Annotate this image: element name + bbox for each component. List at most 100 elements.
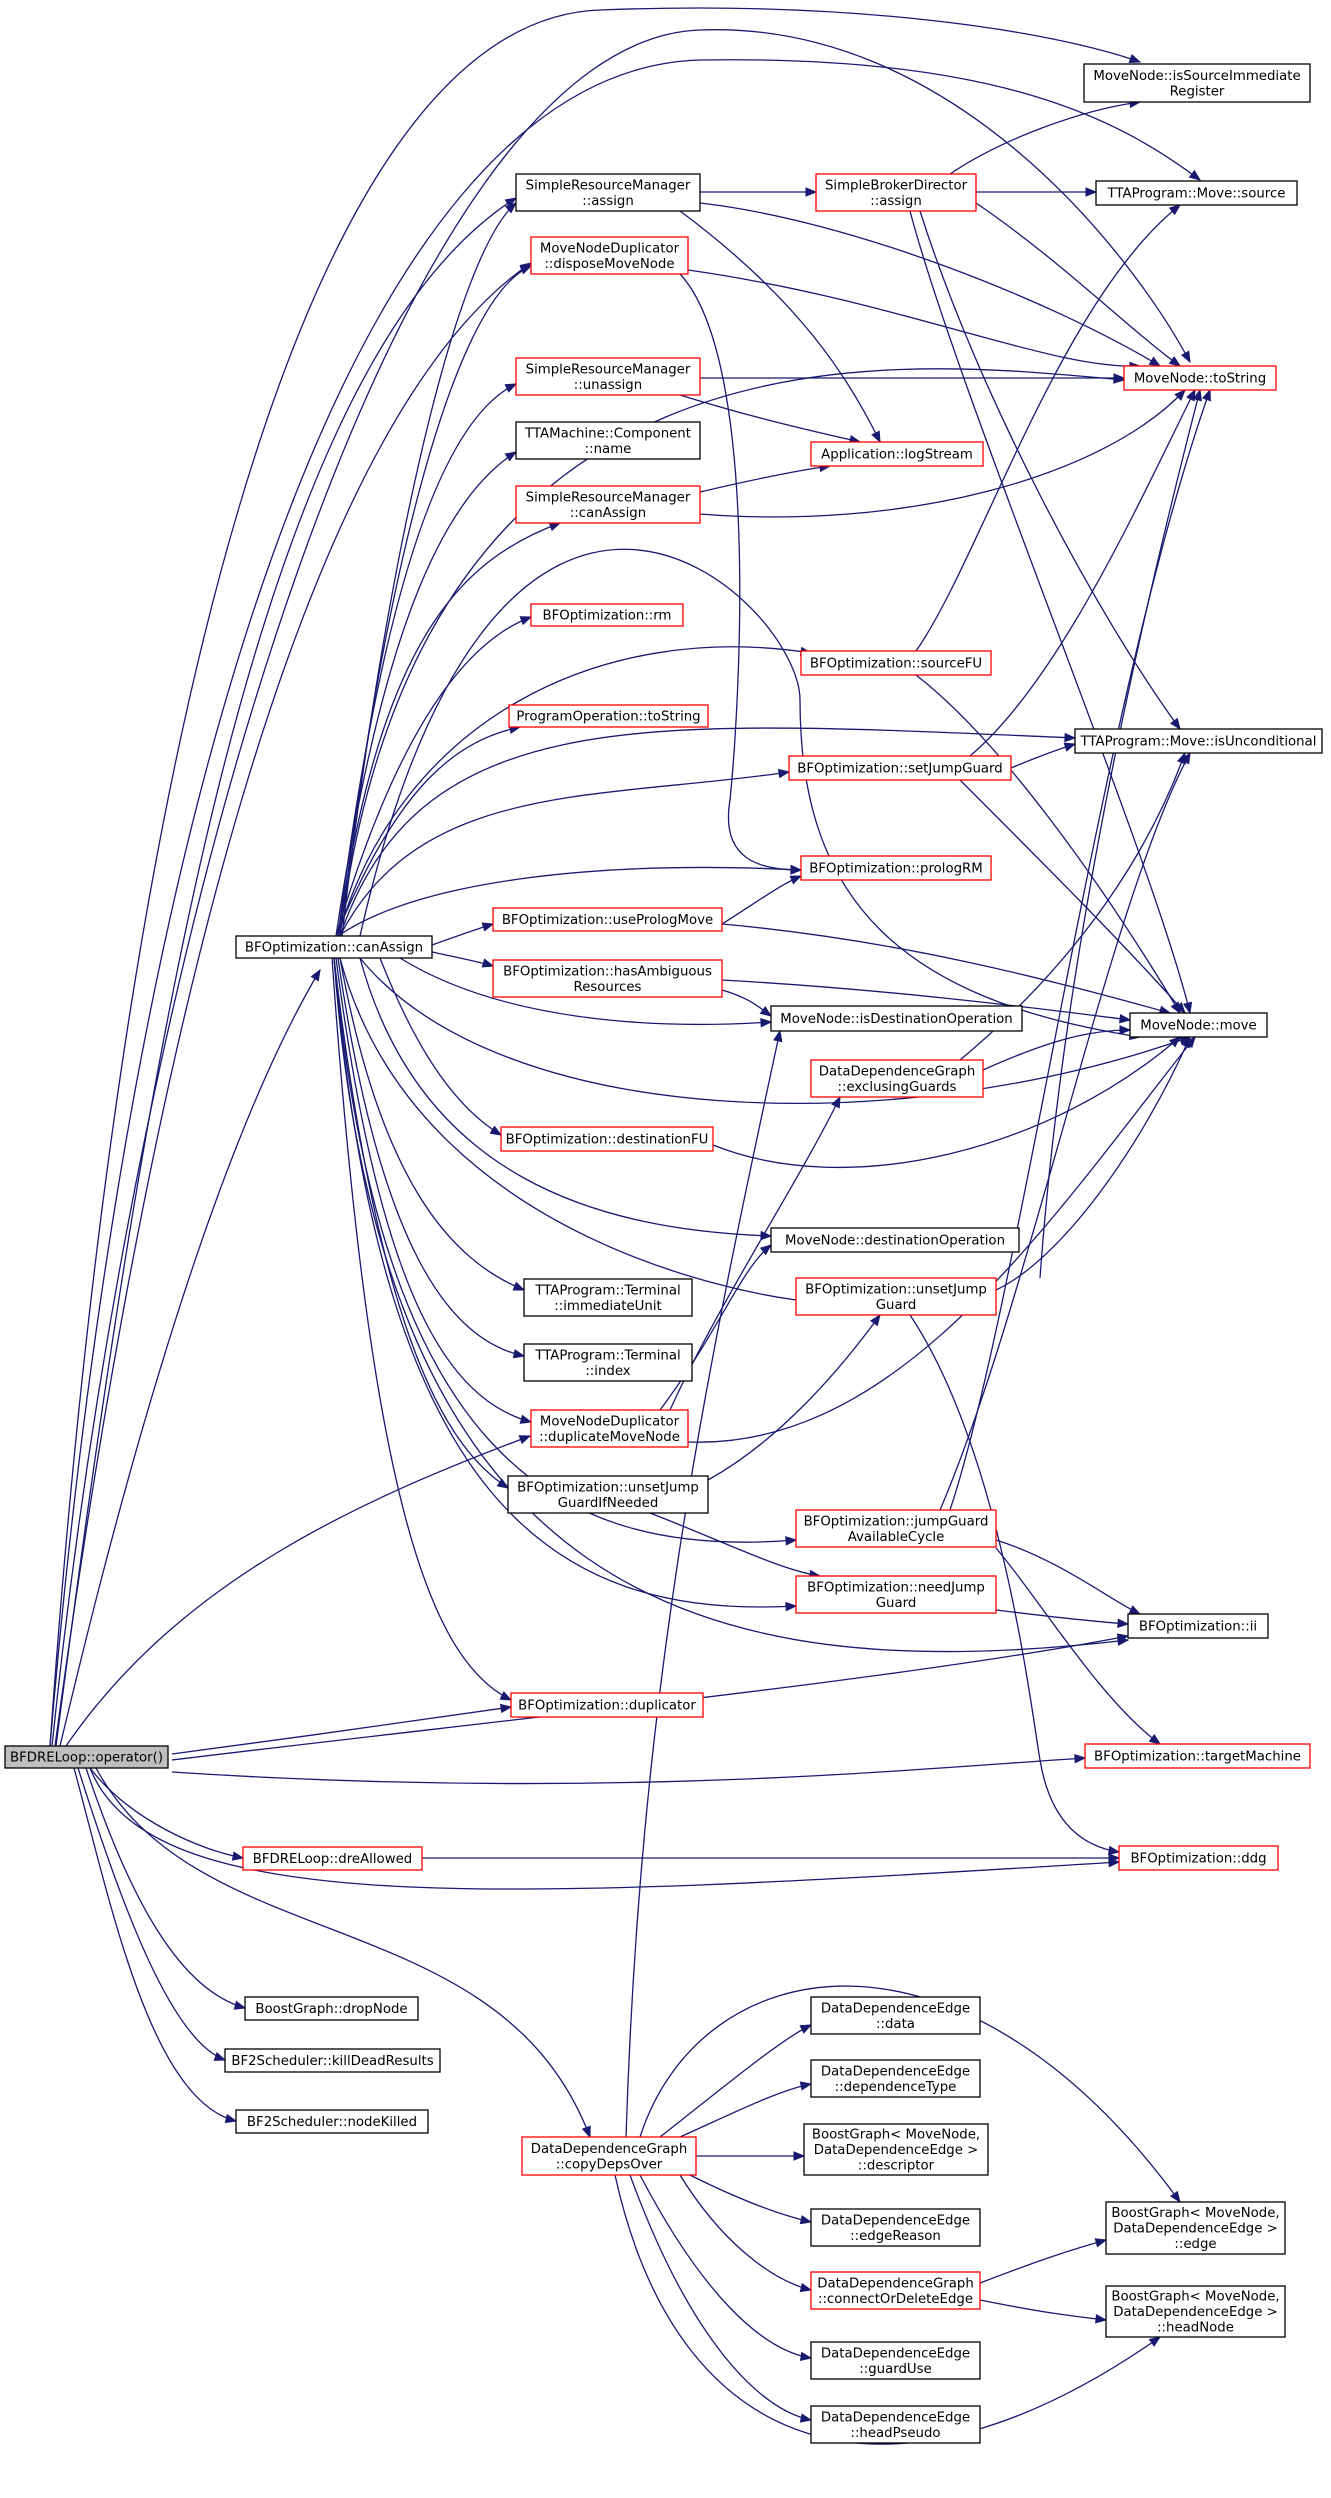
node-ddeGuardUse[interactable]: DataDependenceEdge::guardUse: [810, 2341, 981, 2380]
edge-jgAvailCycle-to-targetMachine: [995, 1547, 1162, 1745]
node-label: SimpleResourceManager: [526, 178, 691, 193]
node-label: ::headPseudo: [850, 2426, 940, 2441]
node-copyDeps[interactable]: DataDependenceGraph::copyDepsOver: [521, 2136, 697, 2176]
node-srmAssign[interactable]: SimpleResourceManager::assign: [515, 173, 701, 212]
node-srmUnassign[interactable]: SimpleResourceManager::unassign: [515, 357, 701, 396]
node-label: BF2Scheduler::killDeadResults: [231, 2054, 433, 2069]
node-label: BFOptimization::prologRM: [809, 862, 983, 877]
node-ddeHeadPseudo[interactable]: DataDependenceEdge::headPseudo: [810, 2405, 981, 2444]
node-label: ::descriptor: [858, 2159, 935, 2174]
edge-copyDeps-to-ddeEdgeReason: [689, 2174, 813, 2225]
node-label: DataDependenceGraph: [817, 2276, 974, 2291]
node-ddg[interactable]: BFOptimization::ddg: [1118, 1845, 1279, 1871]
node-box: [1083, 63, 1311, 103]
node-bgDescriptor[interactable]: BoostGraph< MoveNode,DataDependenceEdge …: [803, 2123, 989, 2176]
node-canAssign[interactable]: BFOptimization::canAssign: [235, 935, 433, 959]
node-label: ::copyDepsOver: [556, 2157, 663, 2172]
node-usePrologMove[interactable]: BFOptimization::usePrologMove: [492, 907, 723, 932]
edge-canAssign-to-srmCanAssign: [337, 522, 562, 937]
node-dreAllowed[interactable]: BFDRELoop::dreAllowed: [242, 1846, 423, 1871]
node-compName[interactable]: TTAMachine::Component::name: [515, 421, 701, 460]
arrowhead: [1202, 388, 1211, 402]
node-killDead[interactable]: BF2Scheduler::killDeadResults: [224, 2048, 441, 2073]
arrowhead: [1117, 1618, 1130, 1628]
node-mnMove[interactable]: MoveNode::move: [1129, 1012, 1268, 1038]
node-box: [235, 2109, 429, 2134]
edge-sbdAssign-to-isSrcImmReg: [949, 98, 1142, 175]
node-exclGuards[interactable]: DataDependenceGraph::exclusingGuards: [810, 1059, 984, 1098]
edge-canAssign-to-srmUnassign: [337, 383, 518, 937]
node-mndDispose[interactable]: MoveNodeDuplicator::disposeMoveNode: [530, 236, 689, 275]
node-termImmUnit[interactable]: TTAProgram::Terminal::immediateUnit: [523, 1278, 693, 1317]
node-label: MoveNode::move: [1140, 1019, 1256, 1034]
edge-root-to-duplicator: [171, 1703, 513, 1755]
edge-usePrologMove-to-prologRM: [721, 875, 803, 925]
node-isDestOp[interactable]: MoveNode::isDestinationOperation: [770, 1005, 1023, 1032]
node-ddeDepType[interactable]: DataDependenceEdge::dependenceType: [810, 2059, 981, 2098]
edge-unsetJumpGuard-to-mnToString: [1039, 388, 1202, 1279]
node-moveSource[interactable]: TTAProgram::Move::source: [1095, 180, 1298, 206]
node-label: ::dependenceType: [835, 2080, 957, 2095]
node-ddeData[interactable]: DataDependenceEdge::data: [810, 1996, 981, 2035]
node-mnToString[interactable]: MoveNode::toString: [1123, 365, 1277, 391]
edge-srmUnassign-to-mnToString: [699, 373, 1126, 383]
node-sourceFU[interactable]: BFOptimization::sourceFU: [800, 650, 992, 676]
node-targetMachine[interactable]: BFOptimization::targetMachine: [1084, 1743, 1311, 1769]
edge-canAssign-to-compName: [335, 451, 518, 937]
node-label: MoveNode::isSourceImmediate: [1093, 69, 1300, 84]
node-prologRM[interactable]: BFOptimization::prologRM: [800, 855, 992, 881]
node-label: GuardIfNeeded: [558, 1496, 659, 1511]
node-logStream[interactable]: Application::logStream: [810, 441, 984, 467]
node-termIndex[interactable]: TTAProgram::Terminal::index: [523, 1343, 693, 1382]
node-bgHeadNode[interactable]: BoostGraph< MoveNode,DataDependenceEdge …: [1105, 2285, 1286, 2338]
node-bgEdge[interactable]: BoostGraph< MoveNode,DataDependenceEdge …: [1105, 2201, 1286, 2255]
node-root[interactable]: BFDRELoop::operator(): [4, 1745, 169, 1769]
node-label: DataDependenceEdge: [821, 2346, 970, 2361]
arrowhead: [799, 2282, 813, 2293]
node-duplicator[interactable]: BFOptimization::duplicator: [510, 1692, 704, 1718]
node-label: TTAProgram::Terminal: [534, 1283, 680, 1298]
node-rm[interactable]: BFOptimization::rm: [530, 603, 684, 627]
node-setJumpGuard[interactable]: BFOptimization::setJumpGuard: [788, 755, 1012, 781]
node-box: [795, 1509, 997, 1548]
edge-jgAvailCycle-to-isUncond: [939, 751, 1191, 1511]
node-box: [810, 1996, 981, 2035]
node-destFU[interactable]: BFOptimization::destinationFU: [500, 1126, 714, 1152]
node-isUncond[interactable]: TTAProgram::Move::isUnconditional: [1074, 728, 1323, 754]
arrowhead: [1182, 1001, 1193, 1015]
node-ii[interactable]: BFOptimization::ii: [1127, 1613, 1269, 1639]
node-connectOrDelete[interactable]: DataDependenceGraph::connectOrDeleteEdge: [810, 2271, 981, 2310]
node-label: TTAProgram::Move::isUnconditional: [1080, 735, 1317, 750]
node-destOp[interactable]: MoveNode::destinationOperation: [770, 1227, 1020, 1253]
edge-copyDeps-to-connectOrDelete: [679, 2174, 813, 2293]
node-box: [530, 236, 689, 275]
edge-root-to-canAssign: [59, 968, 321, 1747]
edge-copyDeps-to-isDestOp: [625, 1029, 783, 2138]
node-dropNode[interactable]: BoostGraph::dropNode: [244, 1996, 419, 2021]
edge-setJumpGuard-to-isUncond: [1010, 742, 1077, 769]
arrowhead: [1119, 1025, 1132, 1035]
node-poToString[interactable]: ProgramOperation::toString: [508, 704, 709, 728]
edge-unsetJumpGuard-to-ddg: [909, 1314, 1121, 1856]
edge-canAssign-to-isDestOp: [399, 957, 773, 1028]
node-ddeEdgeReason[interactable]: DataDependenceEdge::edgeReason: [810, 2208, 981, 2247]
node-label: TTAProgram::Move::source: [1107, 187, 1286, 202]
node-label: MoveNode::isDestinationOperation: [780, 1012, 1012, 1027]
node-box: [244, 1996, 419, 2021]
arrowhead: [512, 1349, 526, 1359]
edge-canAssign-to-usePrologMove: [431, 922, 495, 946]
node-label: TTAMachine::Component: [524, 426, 691, 441]
node-mndDuplicate[interactable]: MoveNodeDuplicator::duplicateMoveNode: [530, 1409, 689, 1448]
node-nodeKilled[interactable]: BF2Scheduler::nodeKilled: [235, 2109, 429, 2134]
node-srmCanAssign[interactable]: SimpleResourceManager::canAssign: [515, 485, 701, 524]
node-box: [523, 1343, 693, 1382]
node-label: BFOptimization::unsetJump: [805, 1282, 987, 1297]
node-sbdAssign[interactable]: SimpleBrokerDirector::assign: [815, 173, 977, 212]
edge-srmAssign-to-logStream: [679, 210, 881, 444]
